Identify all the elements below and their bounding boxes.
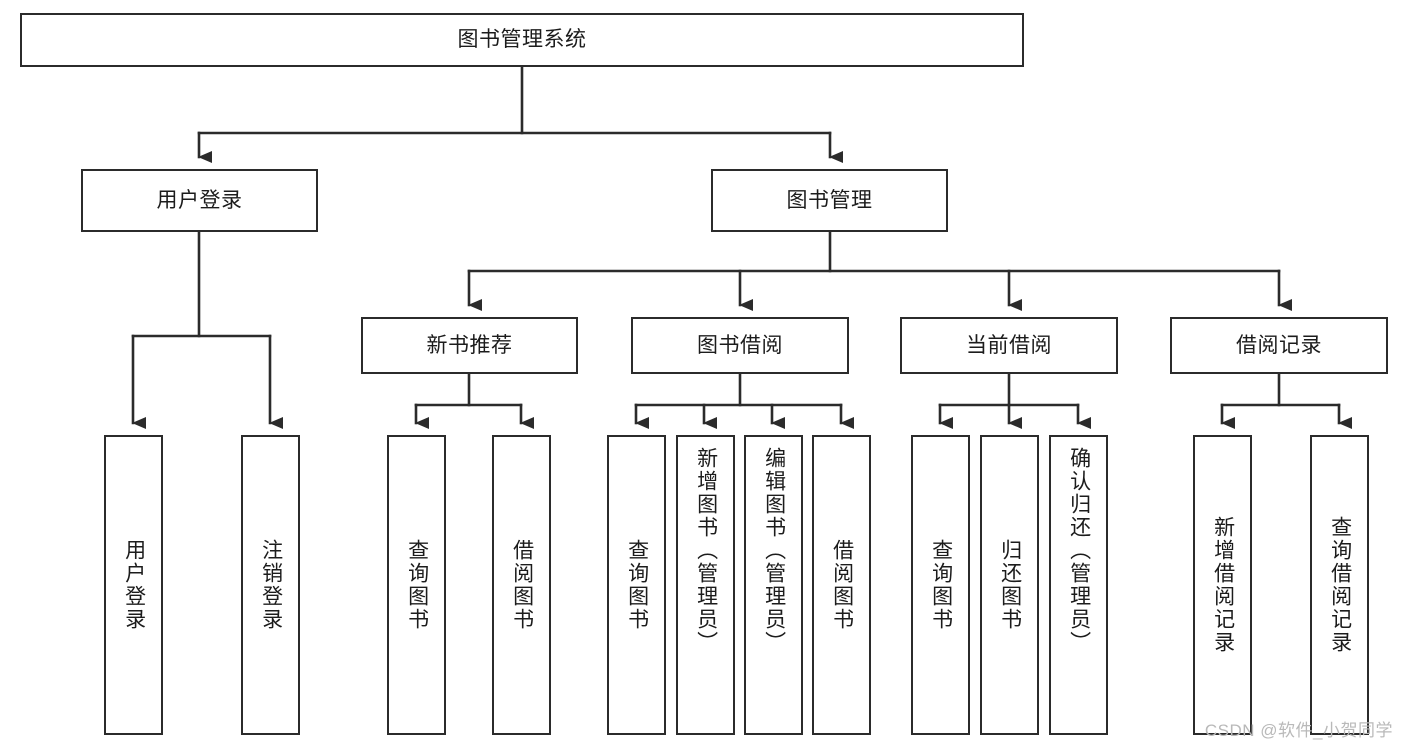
leaf-add-book-admin-label: 新增图书（管理员）	[694, 447, 718, 654]
node-new-book-recommend-label: 新书推荐	[426, 333, 513, 357]
leaf-borrow-book-borrow[interactable]: 借阅图书	[812, 435, 871, 735]
node-book-management-label: 图书管理	[786, 188, 873, 212]
leaf-query-borrow-record[interactable]: 查询借阅记录	[1310, 435, 1369, 735]
leaf-add-book-admin[interactable]: 新增图书（管理员）	[676, 435, 735, 735]
leaf-return-book-label: 归还图书	[998, 539, 1022, 631]
leaf-confirm-return-admin-label: 确认归还（管理员）	[1067, 447, 1091, 654]
node-root[interactable]: 图书管理系统	[20, 13, 1024, 67]
leaf-user-login[interactable]: 用户登录	[104, 435, 163, 735]
leaf-logout[interactable]: 注销登录	[241, 435, 300, 735]
leaf-query-book-borrow-label: 查询图书	[625, 539, 649, 631]
leaf-return-book[interactable]: 归还图书	[980, 435, 1039, 735]
node-user-login[interactable]: 用户登录	[81, 169, 318, 232]
leaf-borrow-book-newbook-label: 借阅图书	[510, 539, 534, 631]
leaf-borrow-book-borrow-label: 借阅图书	[830, 539, 854, 631]
leaf-query-book-borrow[interactable]: 查询图书	[607, 435, 666, 735]
leaf-query-borrow-record-label: 查询借阅记录	[1328, 516, 1352, 654]
node-book-borrow[interactable]: 图书借阅	[631, 317, 849, 374]
leaf-logout-label: 注销登录	[259, 539, 283, 631]
leaf-borrow-book-newbook[interactable]: 借阅图书	[492, 435, 551, 735]
leaf-query-book-current[interactable]: 查询图书	[911, 435, 970, 735]
node-borrow-record[interactable]: 借阅记录	[1170, 317, 1388, 374]
node-user-login-label: 用户登录	[156, 188, 243, 212]
leaf-add-borrow-record[interactable]: 新增借阅记录	[1193, 435, 1252, 735]
node-current-borrow-label: 当前借阅	[966, 333, 1052, 357]
leaf-edit-book-admin[interactable]: 编辑图书（管理员）	[744, 435, 803, 735]
node-borrow-record-label: 借阅记录	[1236, 333, 1322, 357]
leaf-confirm-return-admin[interactable]: 确认归还（管理员）	[1049, 435, 1108, 735]
leaf-add-borrow-record-label: 新增借阅记录	[1211, 516, 1235, 654]
node-current-borrow[interactable]: 当前借阅	[900, 317, 1118, 374]
leaf-query-book-newbook[interactable]: 查询图书	[387, 435, 446, 735]
node-book-management[interactable]: 图书管理	[711, 169, 948, 232]
leaf-query-book-newbook-label: 查询图书	[405, 539, 429, 631]
leaf-edit-book-admin-label: 编辑图书（管理员）	[762, 447, 786, 654]
node-new-book-recommend[interactable]: 新书推荐	[361, 317, 578, 374]
node-book-borrow-label: 图书借阅	[697, 333, 783, 357]
leaf-user-login-label: 用户登录	[122, 539, 146, 631]
leaf-query-book-current-label: 查询图书	[929, 539, 953, 631]
node-root-label: 图书管理系统	[457, 28, 587, 52]
